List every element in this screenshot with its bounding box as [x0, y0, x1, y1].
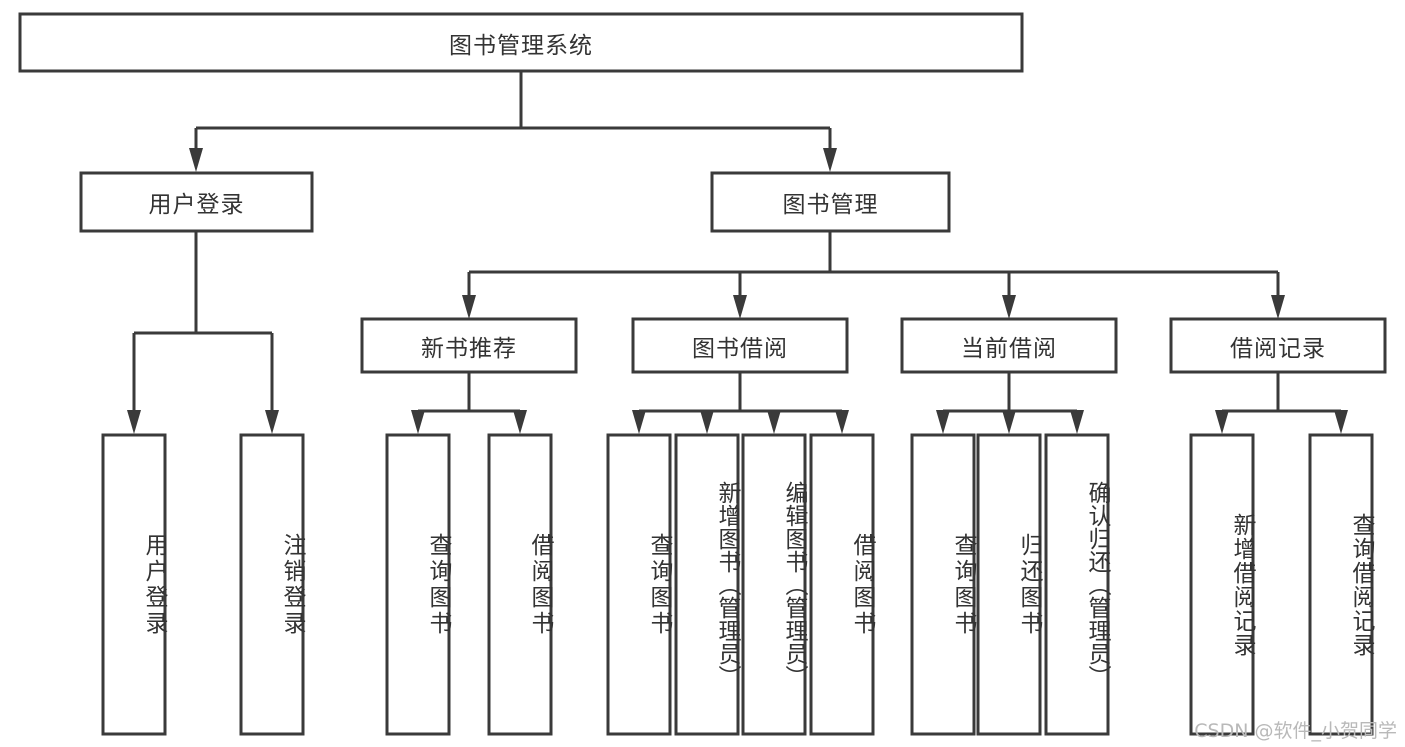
node-leaf-return-book[interactable] [976, 433, 1042, 736]
arrow-head-leaf-query-book-2 [632, 410, 646, 434]
arrow-head-leaf-query-record [1334, 410, 1348, 434]
arrow-head-leaf-query-book-1 [411, 410, 425, 434]
node-leaf-borrow-book-2[interactable] [809, 433, 875, 736]
arrow-head-user-login [189, 148, 203, 172]
node-leaf-borrow-book-1[interactable] [487, 433, 553, 736]
node-root-book-management-system[interactable] [18, 12, 1024, 73]
arrow-head-leaf-query-book-3 [936, 410, 950, 434]
node-book-management[interactable] [710, 171, 951, 233]
arrow-head-current-borrow [1002, 295, 1016, 319]
arrow-head-leaf-borrow-book-2 [835, 410, 849, 434]
arrow-head-leaf-return-book [1002, 410, 1016, 434]
arrow-head-leaf-borrow-book-1 [513, 410, 527, 434]
node-leaf-edit-book[interactable] [741, 433, 807, 736]
arrow-head-leaf-edit-book [767, 410, 781, 434]
node-user-login[interactable] [79, 171, 314, 233]
node-new-book-recommend[interactable] [360, 317, 578, 374]
arrow-head-book-borrow [733, 295, 747, 319]
arrow-head-leaf-confirm-return [1070, 410, 1084, 434]
node-leaf-user-login[interactable] [101, 433, 167, 736]
node-leaf-confirm-return[interactable] [1044, 433, 1110, 736]
node-leaf-user-logout[interactable] [239, 433, 305, 736]
node-leaf-query-record[interactable] [1308, 433, 1374, 736]
arrow-head-leaf-add-book [700, 410, 714, 434]
arrow-head-book-management [823, 148, 837, 172]
arrow-head-leaf-add-record [1215, 410, 1229, 434]
node-current-borrow[interactable] [900, 317, 1118, 374]
node-leaf-add-record[interactable] [1189, 433, 1255, 736]
node-leaf-query-book-3[interactable] [910, 433, 976, 736]
arrow-head-new-book-recommend [462, 295, 476, 319]
node-leaf-query-book-1[interactable] [385, 433, 451, 736]
node-leaf-query-book-2[interactable] [606, 433, 672, 736]
arrow-head-leaf-user-logout [265, 410, 279, 434]
arrow-head-leaf-user-login [127, 410, 141, 434]
node-borrow-record[interactable] [1169, 317, 1387, 374]
node-leaf-add-book[interactable] [674, 433, 740, 736]
arrow-head-borrow-record [1271, 295, 1285, 319]
node-book-borrow[interactable] [631, 317, 849, 374]
